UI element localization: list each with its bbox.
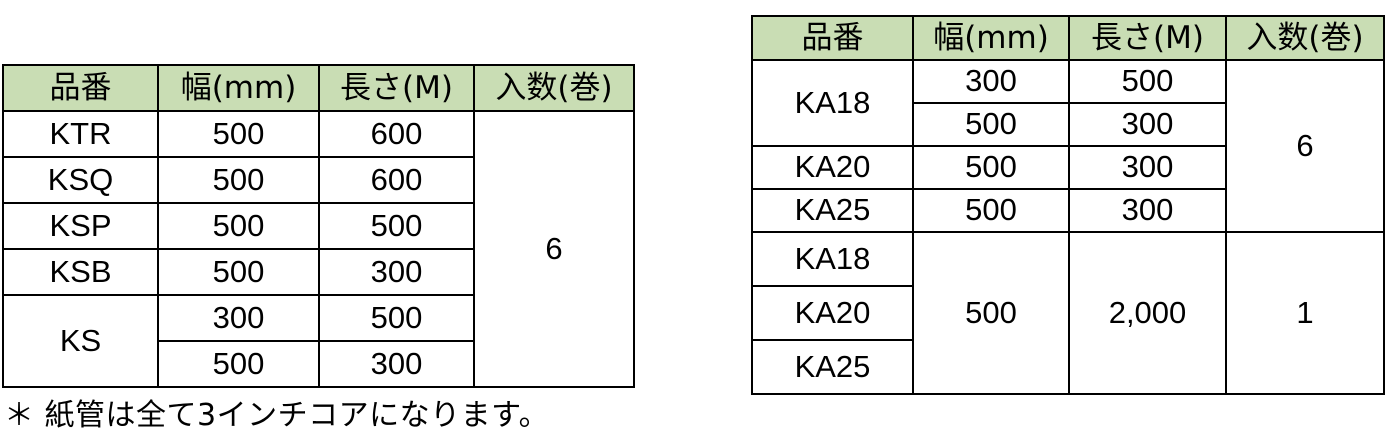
- cell-product-code: KTR: [2, 110, 159, 158]
- cell-width: 500: [157, 156, 320, 204]
- table-row: KA25: [751, 339, 1384, 395]
- table-row: KA25 500 300: [751, 188, 1384, 233]
- table-row: KA18 500 2,000 1: [751, 231, 1385, 395]
- cell-length: 300: [318, 340, 475, 388]
- table-row: 500 300: [3, 340, 634, 388]
- cell-width: 500: [157, 202, 320, 250]
- cell-width: 300: [912, 59, 1070, 104]
- column-header-quantity: 入数(巻): [473, 64, 635, 112]
- cell-width: 500: [157, 340, 320, 388]
- table-header-row: 品番 幅(mm) 長さ(M) 入数(巻): [751, 15, 1385, 61]
- cell-length: 500: [318, 294, 475, 342]
- cell-width: 500: [157, 110, 320, 158]
- column-header-length: 長さ(M): [318, 64, 475, 112]
- table-row: KA20: [751, 285, 1384, 341]
- cell-product-code: KA25: [751, 188, 914, 233]
- cell-product-code-merged: KS: [2, 294, 159, 388]
- cell-width: 500: [912, 102, 1070, 147]
- table-row: KTR 500 600 6: [2, 110, 635, 388]
- table-row: 500 300: [752, 102, 1384, 147]
- cell-length: 300: [1068, 145, 1227, 190]
- table-row: KSQ 500 600: [2, 156, 634, 204]
- cell-length: 500: [318, 202, 475, 250]
- table-row: KA20 500 300: [751, 145, 1384, 190]
- cell-length: 300: [318, 248, 475, 296]
- column-header-product-code: 品番: [751, 15, 914, 61]
- cell-product-code: KA20: [751, 145, 914, 190]
- cell-product-code-merged: KA18: [751, 59, 914, 147]
- cell-width: 500: [912, 145, 1070, 190]
- footnote-core-size: ＊ 紙管は全て3インチコアになります。: [4, 398, 550, 433]
- cell-width-merged: 500: [912, 231, 1070, 395]
- cell-length: 500: [1068, 59, 1227, 104]
- cell-product-code: KA25: [751, 339, 914, 395]
- cell-product-code: KSP: [2, 202, 159, 250]
- table-row: KSP 500 500: [2, 202, 634, 250]
- cell-width: 500: [157, 248, 320, 296]
- cell-product-code: KSB: [2, 248, 159, 296]
- column-header-product-code: 品番: [2, 64, 159, 112]
- cell-length: 300: [1068, 102, 1227, 147]
- cell-quantity-merged: 1: [1225, 231, 1385, 395]
- table-row: KS 300 500: [2, 294, 634, 388]
- column-header-quantity: 入数(巻): [1225, 15, 1385, 61]
- table-row: KA18 300 500 6: [751, 59, 1385, 233]
- cell-width: 500: [912, 188, 1070, 233]
- spec-table-left: 品番 幅(mm) 長さ(M) 入数(巻) KTR 500 600 6 KSQ 5…: [2, 64, 635, 388]
- cell-length: 300: [1068, 188, 1227, 233]
- column-header-width: 幅(mm): [157, 64, 320, 112]
- cell-length: 600: [318, 156, 475, 204]
- cell-width: 300: [157, 294, 320, 342]
- cell-quantity-merged: 6: [1225, 59, 1385, 233]
- cell-product-code: KA18: [751, 231, 914, 287]
- cell-length: 600: [318, 110, 475, 158]
- column-header-width: 幅(mm): [912, 15, 1070, 61]
- cell-length-merged: 2,000: [1068, 231, 1227, 395]
- column-header-length: 長さ(M): [1068, 15, 1227, 61]
- cell-product-code: KA20: [751, 285, 914, 341]
- cell-quantity-merged: 6: [473, 110, 635, 388]
- table-header-row: 品番 幅(mm) 長さ(M) 入数(巻): [2, 64, 635, 112]
- cell-product-code: KSQ: [2, 156, 159, 204]
- spec-table-right: 品番 幅(mm) 長さ(M) 入数(巻) KA18 300 500 6 500 …: [751, 15, 1385, 395]
- table-row: KSB 500 300: [2, 248, 634, 296]
